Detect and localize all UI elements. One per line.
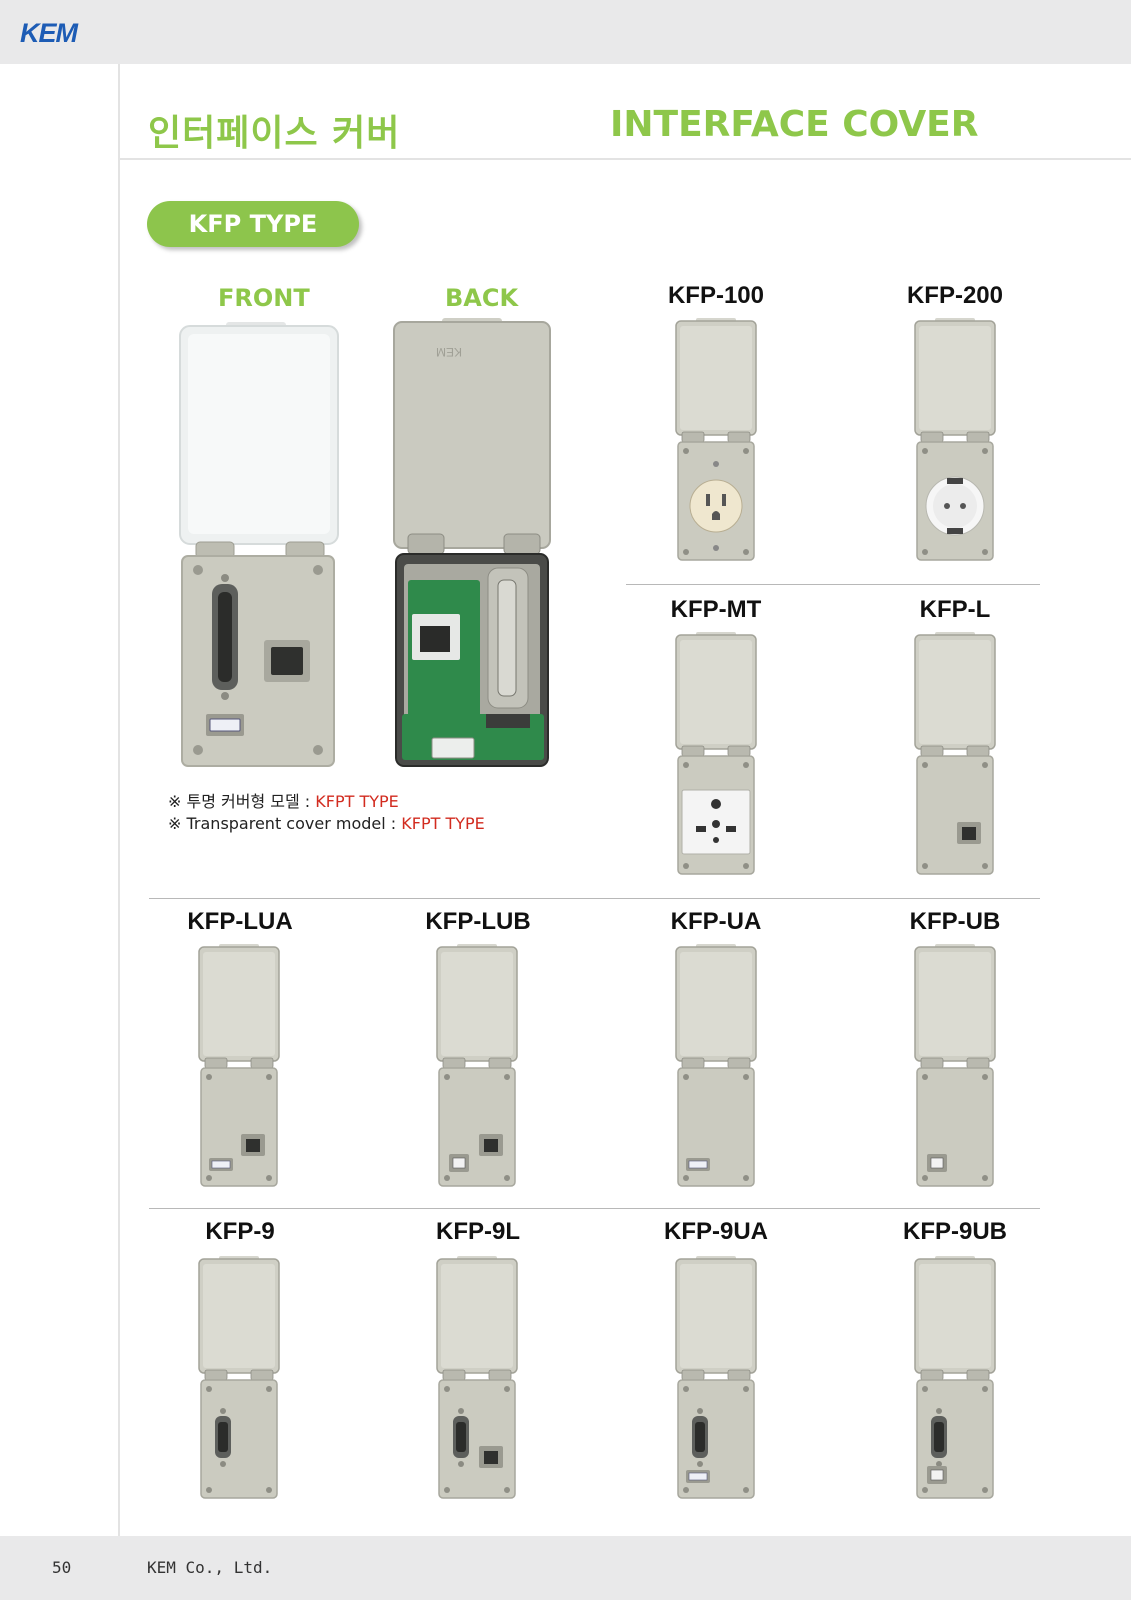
product-image <box>197 944 281 1190</box>
note-model-link: KFPT TYPE <box>401 814 485 833</box>
model-label: KFP-9L <box>436 1218 520 1245</box>
product-image <box>913 318 997 564</box>
back-view-label: BACK <box>445 284 519 312</box>
product-image <box>913 632 997 878</box>
model-label: KFP-MT <box>670 596 762 623</box>
page-title-english: INTERFACE COVER <box>610 104 979 145</box>
back-view-image: KEM <box>392 318 558 782</box>
note-korean: ※ 투명 커버형 모델 : KFPT TYPE <box>168 792 399 811</box>
kem-logo: KEM <box>20 18 78 48</box>
product-image <box>435 944 519 1190</box>
model-label: KFP-9UA <box>663 1218 768 1245</box>
model-label: KFP-L <box>919 596 991 623</box>
type-badge: KFP TYPE <box>147 201 359 247</box>
product-image <box>674 632 758 878</box>
page-number: 50 <box>52 1558 72 1577</box>
product-image <box>913 944 997 1190</box>
company-name: KEM Co., Ltd. <box>147 1558 273 1577</box>
row-separator <box>626 584 1040 585</box>
page-title-korean: 인터페이스 커버 <box>148 113 401 154</box>
left-margin-rule <box>118 64 120 1536</box>
product-image <box>197 1256 281 1502</box>
model-label: KFP-LUA <box>187 908 293 935</box>
title-rule <box>118 158 1131 160</box>
product-image <box>674 1256 758 1502</box>
model-label: KFP-9UB <box>902 1218 1007 1245</box>
product-image <box>435 1256 519 1502</box>
model-label: KFP-UB <box>909 908 1001 935</box>
product-image <box>674 944 758 1190</box>
svg-text:KEM: KEM <box>436 345 462 359</box>
model-label: KFP-100 <box>667 282 765 309</box>
model-label: KFP-LUB <box>425 908 531 935</box>
model-label: KFP-UA <box>670 908 762 935</box>
model-label: KFP-200 <box>906 282 1004 309</box>
note-english: ※ Transparent cover model : KFPT TYPE <box>168 814 485 833</box>
row-separator <box>149 1208 1040 1209</box>
front-view-label: FRONT <box>218 284 310 312</box>
footer-bar <box>0 1536 1131 1600</box>
product-image <box>913 1256 997 1502</box>
front-view-image <box>178 322 344 782</box>
model-label: KFP-9 <box>205 1218 275 1245</box>
header-bar <box>0 0 1131 64</box>
row-separator <box>149 898 1040 899</box>
note-model-link: KFPT TYPE <box>315 792 399 811</box>
product-image <box>674 318 758 564</box>
